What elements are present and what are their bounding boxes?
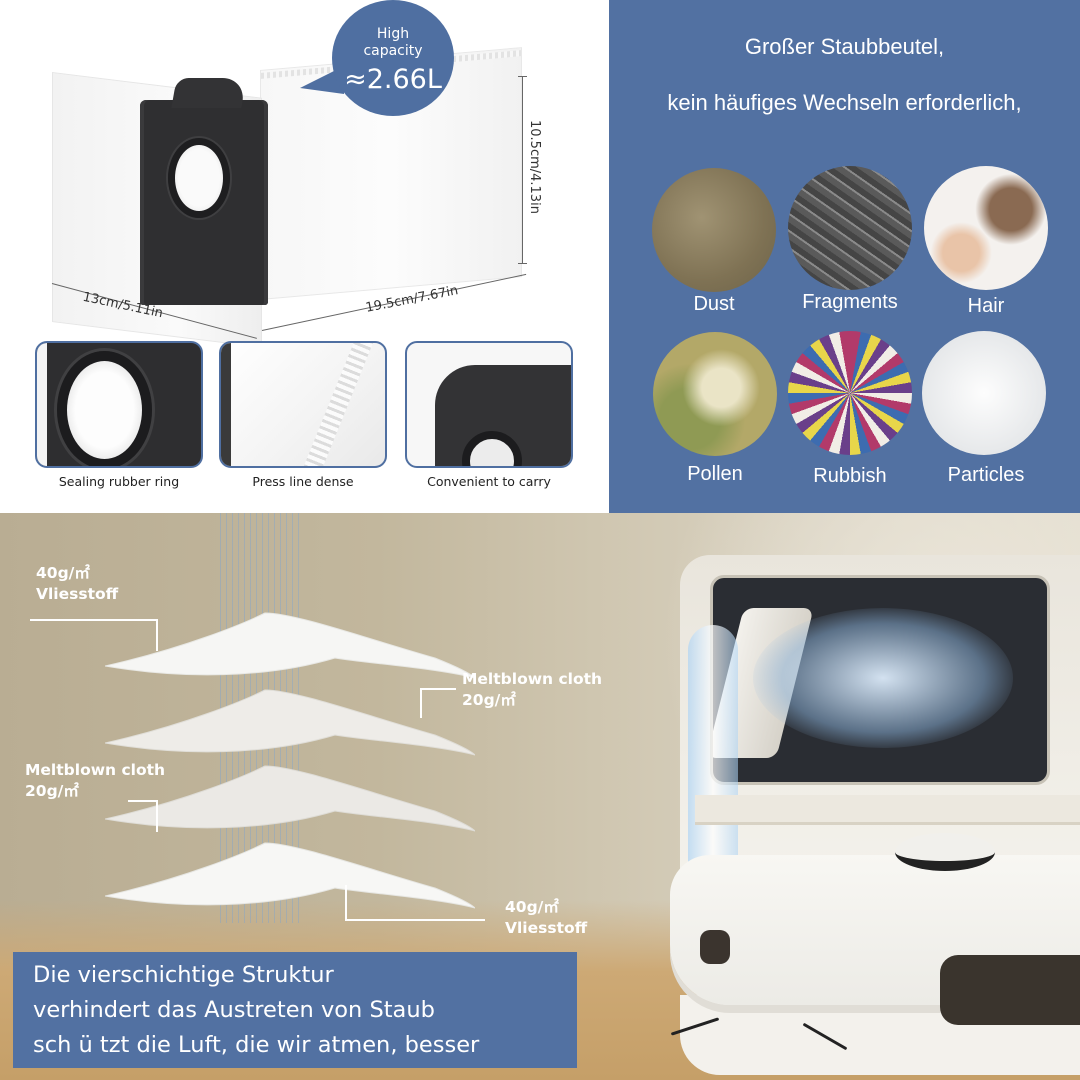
- lidar-turret: [895, 833, 995, 871]
- hair-photo-icon: [924, 166, 1048, 290]
- filter-layer-2: [105, 685, 475, 765]
- bag-seal-ring-icon: [168, 138, 230, 218]
- callout-material: Vliesstoff: [36, 585, 119, 603]
- feature-label-carry: Convenient to carry: [427, 474, 551, 489]
- callout-weight: 40g/㎡: [36, 564, 90, 582]
- press-line-photo-icon: [219, 341, 387, 468]
- dust-label: Dust: [693, 293, 735, 315]
- feature-label-sealing: Sealing rubber ring: [58, 474, 180, 489]
- dust-panel-title-line2: kein häufiges Wechseln erforderlich,: [667, 90, 1022, 115]
- structure-caption: Die vierschichtige Struktur verhindert d…: [13, 952, 577, 1068]
- leader-line-4: [345, 885, 485, 921]
- caption-line1: Die vierschichtige Struktur: [33, 962, 334, 988]
- fragments-label: Fragments: [802, 291, 898, 313]
- rubbish-label: Rubbish: [813, 465, 887, 487]
- capacity-label-line2: capacity: [363, 43, 423, 59]
- filter-layer-3: [105, 761, 475, 841]
- dust-cloud: [753, 608, 1013, 748]
- height-dimension-line: [518, 76, 527, 264]
- bag-fold: [221, 343, 231, 466]
- dust-photo-icon: [652, 168, 776, 292]
- caption-line2: verhindert das Austreten von Staub: [33, 997, 435, 1023]
- filter-layer-1: [105, 608, 475, 688]
- capacity-label-line1: High: [376, 26, 410, 42]
- leader-line-2: [420, 688, 456, 718]
- callout-material: Meltblown cloth: [25, 761, 166, 779]
- capacity-value: ≈2.66L: [344, 64, 442, 95]
- layer-callout-outer-bottom: 40g/㎡ Vliesstoff: [505, 897, 587, 939]
- particles-photo-icon: [922, 331, 1046, 455]
- bag-mounting-plate: [140, 100, 268, 305]
- dust-panel-title-line1: Großer Staubbeutel,: [744, 34, 945, 59]
- hair-label: Hair: [967, 295, 1005, 317]
- callout-weight: 20g/㎡: [462, 691, 516, 709]
- layer-callout-outer-top: 40g/㎡ Vliesstoff: [36, 563, 118, 605]
- product-dimensions-panel: High capacity ≈2.66L 10.5cm/4.13in 13cm/…: [0, 0, 609, 513]
- robot-front-bumper: [940, 955, 1080, 1025]
- capacity-bubble: High capacity ≈2.66L: [332, 0, 454, 116]
- dust-types-panel: Großer Staubbeutel, kein häufiges Wechse…: [609, 0, 1080, 513]
- carry-handle-photo-icon: [405, 341, 573, 468]
- particles-label: Particles: [947, 464, 1025, 486]
- pollen-photo-icon: [653, 332, 777, 456]
- air-duct: [688, 625, 738, 885]
- bag-edge: [37, 343, 47, 466]
- dust-bin-window: [710, 575, 1050, 785]
- press-seam: [292, 343, 378, 466]
- robot-side-sensor: [700, 930, 730, 964]
- rubbish-photo-icon: [788, 331, 912, 455]
- sealing-ring-photo-icon: [35, 341, 203, 468]
- feature-label-press-line: Press line dense: [252, 474, 354, 489]
- dust-bag-image: [52, 47, 522, 348]
- filter-layer-4: [105, 838, 475, 918]
- pollen-label: Pollen: [687, 463, 743, 485]
- robot-vacuum-dock-image: [650, 555, 1080, 1080]
- rubber-ring: [57, 351, 152, 466]
- fragments-photo-icon: [788, 166, 912, 290]
- leader-line-1: [30, 619, 158, 651]
- dock-shelf: [695, 795, 1080, 825]
- leader-line-3: [128, 800, 158, 832]
- caption-line3: sch ü tzt die Luft, die wir atmen, besse…: [33, 1032, 480, 1058]
- height-dimension-label: 10.5cm/4.13in: [527, 120, 542, 214]
- callout-weight: 40g/㎡: [505, 898, 559, 916]
- callout-material: Vliesstoff: [505, 919, 588, 937]
- callout-material: Meltblown cloth: [462, 670, 603, 688]
- layer-callout-meltblown-right: Meltblown cloth 20g/㎡: [462, 669, 602, 711]
- callout-weight: 20g/㎡: [25, 782, 79, 800]
- layer-callout-meltblown-left: Meltblown cloth 20g/㎡: [25, 760, 165, 802]
